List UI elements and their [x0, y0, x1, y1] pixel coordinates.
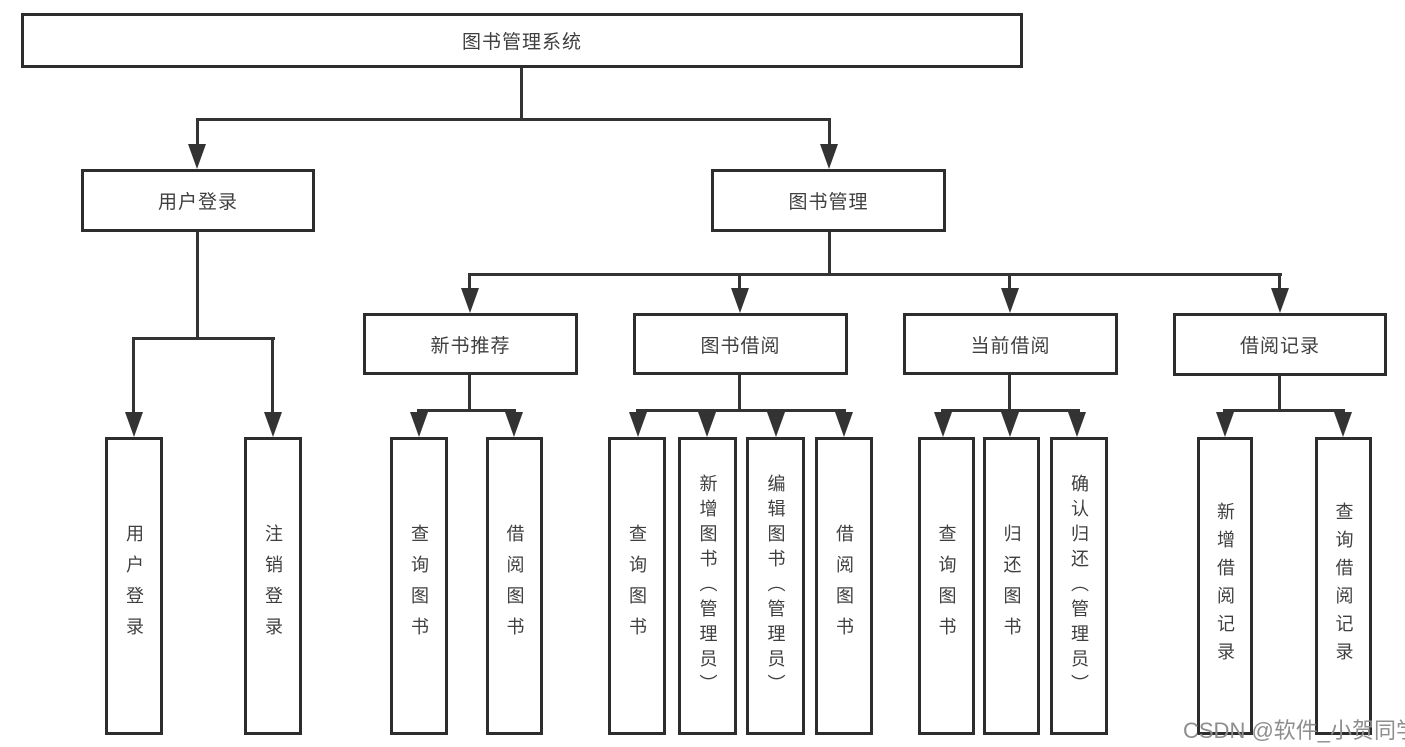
edge-arrowhead	[731, 288, 749, 313]
edge-arrowhead	[264, 412, 282, 437]
node-book-borrowing: 图书借阅	[633, 313, 848, 375]
edge-line	[468, 375, 471, 412]
edge-line	[196, 121, 199, 148]
edge-line	[417, 409, 516, 412]
node-edit-books-admin: 编辑图书（管理员）	[746, 437, 805, 735]
edge-arrowhead	[1068, 412, 1086, 437]
edge-arrowhead	[767, 412, 785, 437]
edge-line	[1278, 375, 1281, 412]
node-user-login: 用户登录	[81, 169, 315, 232]
node-confirm-return-admin: 确认归还（管理员）	[1050, 437, 1108, 735]
edge-line	[828, 232, 831, 276]
node-add-books-admin: 新增图书（管理员）	[678, 437, 737, 735]
edge-arrowhead	[188, 144, 206, 169]
edge-arrowhead	[629, 412, 647, 437]
node-label: 确认归还（管理员）	[1069, 473, 1089, 699]
node-label: 新增图书（管理员）	[697, 473, 718, 699]
node-query-books-newbooks: 查询图书	[390, 437, 448, 735]
edge-line	[1278, 276, 1281, 292]
node-query-books-borrowing: 查询图书	[608, 437, 666, 735]
node-return-books: 归还图书	[983, 437, 1040, 735]
node-new-book-recommend: 新书推荐	[363, 313, 578, 375]
edge-line	[738, 276, 741, 292]
edge-arrowhead	[1334, 412, 1352, 437]
node-label: 注销登录	[263, 524, 283, 648]
edge-line	[196, 232, 199, 340]
edge-line	[196, 118, 831, 121]
node-label: 查询图书	[409, 524, 429, 648]
edge-arrowhead	[1271, 288, 1289, 313]
edge-line	[520, 68, 523, 121]
edge-line	[738, 375, 741, 412]
edge-arrowhead	[835, 412, 853, 437]
edge-arrowhead	[125, 412, 143, 437]
node-label: 借阅图书	[834, 524, 854, 648]
edge-arrowhead	[934, 412, 952, 437]
edge-line	[1008, 276, 1011, 292]
edge-arrowhead	[698, 412, 716, 437]
node-label: 编辑图书（管理员）	[765, 473, 786, 699]
node-label: 当前借阅	[970, 335, 1051, 357]
node-borrowing-records: 借阅记录	[1173, 313, 1387, 376]
node-borrow-books-newbooks: 借阅图书	[486, 437, 543, 735]
edge-arrowhead	[1216, 412, 1234, 437]
edge-line	[132, 340, 135, 414]
edge-line	[636, 409, 846, 412]
node-logout: 注销登录	[244, 437, 302, 735]
node-label: 查询图书	[936, 524, 957, 648]
node-label: 查询借阅记录	[1333, 502, 1354, 670]
node-label: 归还图书	[1001, 524, 1022, 648]
csdn-watermark: CSDN @软件_小贺同学	[1183, 718, 1405, 743]
edge-arrowhead	[505, 412, 523, 437]
edge-line	[828, 121, 831, 148]
node-add-borrow-record: 新增借阅记录	[1197, 437, 1253, 735]
node-book-management: 图书管理	[711, 169, 946, 232]
node-label: 图书管理	[788, 192, 869, 213]
edge-arrowhead	[1001, 412, 1019, 437]
edge-line	[468, 273, 1282, 276]
edge-arrowhead	[1001, 288, 1019, 313]
node-query-books-current: 查询图书	[918, 437, 975, 735]
node-borrow-books-borrowing: 借阅图书	[815, 437, 873, 735]
edge-line	[271, 340, 274, 414]
node-current-borrowing: 当前借阅	[903, 313, 1118, 375]
node-library-management-system: 图书管理系统	[21, 13, 1023, 68]
edge-line	[132, 337, 275, 340]
node-label: 图书借阅	[700, 335, 781, 357]
node-label: 用户登录	[124, 524, 144, 648]
node-label: 查询图书	[627, 524, 647, 648]
node-label: 新书推荐	[430, 335, 511, 357]
node-label: 借阅记录	[1239, 336, 1320, 357]
edge-arrowhead	[820, 144, 838, 169]
node-label: 用户登录	[157, 192, 238, 213]
node-label: 新增借阅记录	[1215, 502, 1235, 670]
edge-line	[941, 409, 1080, 412]
edge-arrowhead	[461, 288, 479, 313]
edge-arrowhead	[410, 412, 428, 437]
node-query-borrow-record: 查询借阅记录	[1315, 437, 1372, 735]
edge-line	[1008, 375, 1011, 412]
node-label: 借阅图书	[504, 524, 525, 648]
node-user-login-action: 用户登录	[105, 437, 163, 735]
node-label: 图书管理系统	[461, 32, 582, 53]
edge-line	[468, 276, 471, 292]
edge-line	[1223, 409, 1345, 412]
